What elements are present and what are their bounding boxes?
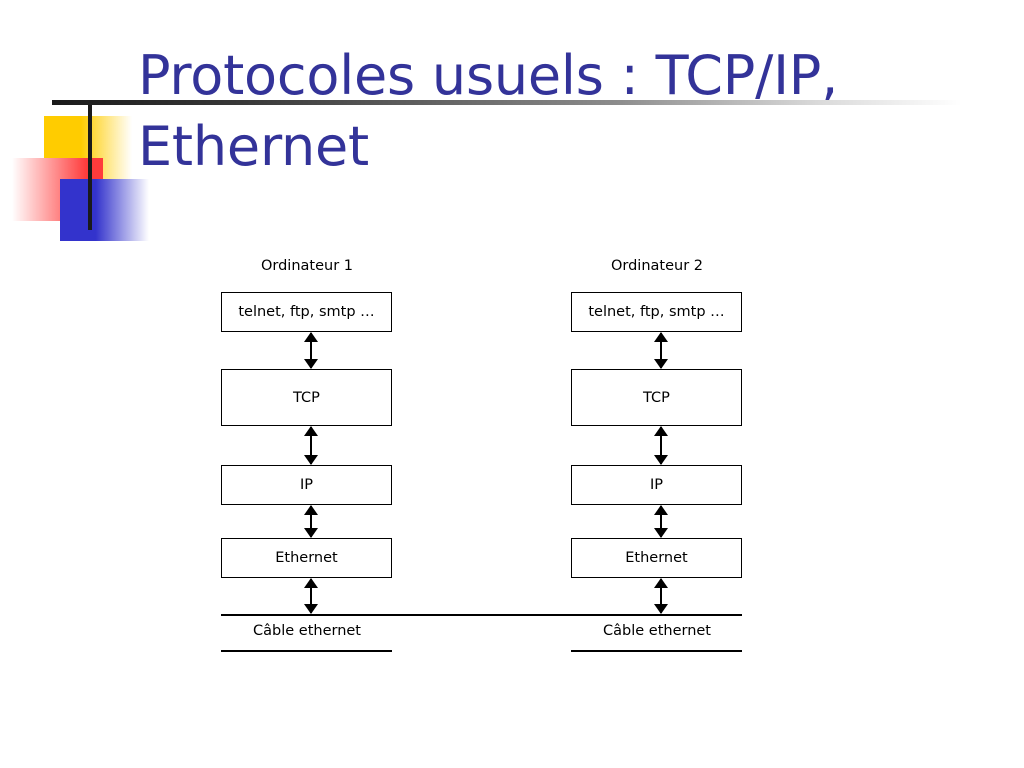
connector-arrow-app-tcp-2	[654, 332, 668, 369]
decorative-logo	[0, 95, 250, 241]
connector-arrow-ip-ethernet-2	[654, 505, 668, 538]
cable-label-2: Câble ethernet	[603, 623, 711, 639]
layer-box-ethernet-2[interactable]: Ethernet	[571, 538, 742, 578]
decorative-blue-square	[60, 179, 149, 241]
cable-line-bottom-2	[571, 650, 742, 652]
cable-label-1: Câble ethernet	[253, 623, 361, 639]
arrow-shaft	[310, 506, 312, 537]
page-title: Protocoles usuels : TCP/IP, Ethernet	[138, 44, 839, 179]
decorative-vertical-bar	[88, 102, 92, 230]
connector-arrow-ip-ethernet-1	[304, 505, 318, 538]
arrow-shaft	[310, 427, 312, 464]
arrow-shaft	[660, 333, 662, 368]
column-title-ordinateur-1: Ordinateur 1	[260, 258, 354, 274]
arrow-head-down-icon	[304, 604, 318, 614]
arrow-head-down-icon	[304, 528, 318, 538]
title-divider-rule	[52, 100, 962, 105]
arrow-head-down-icon	[654, 455, 668, 465]
arrow-shaft	[660, 506, 662, 537]
layer-box-tcp-2[interactable]: TCP	[571, 369, 742, 426]
cable-line-bottom-1	[221, 650, 392, 652]
arrow-head-up-icon	[304, 426, 318, 436]
arrow-shaft	[310, 333, 312, 368]
arrow-head-down-icon	[654, 604, 668, 614]
arrow-shaft	[660, 427, 662, 464]
arrow-head-up-icon	[304, 332, 318, 342]
arrow-head-up-icon	[304, 505, 318, 515]
arrow-head-up-icon	[304, 578, 318, 588]
layer-box-ethernet-1[interactable]: Ethernet	[221, 538, 392, 578]
column-title-ordinateur-2: Ordinateur 2	[610, 258, 704, 274]
arrow-head-down-icon	[304, 359, 318, 369]
arrow-head-up-icon	[654, 426, 668, 436]
connector-arrow-ethernet-cable-2	[654, 578, 668, 614]
arrow-head-up-icon	[654, 578, 668, 588]
layer-box-ip-1[interactable]: IP	[221, 465, 392, 505]
arrow-shaft	[310, 579, 312, 613]
layer-box-application-2[interactable]: telnet, ftp, smtp …	[571, 292, 742, 332]
arrow-head-down-icon	[304, 455, 318, 465]
layer-box-application-1[interactable]: telnet, ftp, smtp …	[221, 292, 392, 332]
arrow-head-down-icon	[654, 359, 668, 369]
layer-box-tcp-1[interactable]: TCP	[221, 369, 392, 426]
arrow-shaft	[660, 579, 662, 613]
arrow-head-up-icon	[654, 505, 668, 515]
connector-arrow-ethernet-cable-1	[304, 578, 318, 614]
arrow-head-up-icon	[654, 332, 668, 342]
arrow-head-down-icon	[654, 528, 668, 538]
connector-arrow-tcp-ip-1	[304, 426, 318, 465]
layer-box-ip-2[interactable]: IP	[571, 465, 742, 505]
connector-arrow-tcp-ip-2	[654, 426, 668, 465]
cable-line-top	[221, 614, 742, 616]
connector-arrow-app-tcp-1	[304, 332, 318, 369]
